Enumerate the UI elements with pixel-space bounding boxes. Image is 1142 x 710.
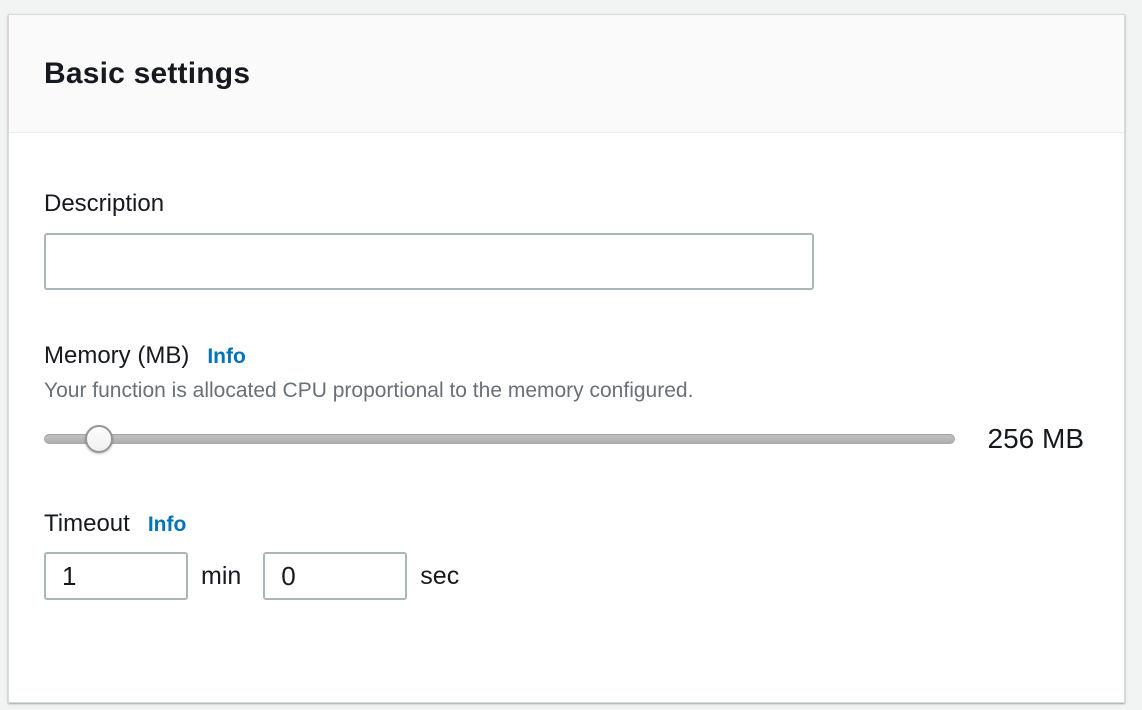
memory-field: Memory (MB) Info Your function is alloca… bbox=[44, 342, 1084, 455]
timeout-label-row: Timeout Info bbox=[44, 510, 1084, 538]
memory-label-row: Memory (MB) Info bbox=[44, 342, 1084, 370]
timeout-info-link[interactable]: Info bbox=[147, 513, 187, 536]
memory-help-text: Your function is allocated CPU proportio… bbox=[44, 379, 694, 402]
panel-body: Description Memory (MB) Info Your functi… bbox=[9, 190, 1124, 600]
description-field: Description bbox=[44, 190, 1084, 290]
memory-info-link[interactable]: Info bbox=[207, 345, 246, 368]
timeout-seconds-input[interactable] bbox=[263, 552, 408, 600]
memory-slider-thumb[interactable] bbox=[84, 425, 113, 453]
memory-label: Memory (MB) bbox=[44, 342, 190, 369]
description-label: Description bbox=[44, 190, 165, 217]
timeout-minutes-input[interactable] bbox=[44, 552, 188, 600]
panel-title: Basic settings bbox=[44, 56, 251, 90]
basic-settings-panel: Basic settings Description Memory (MB) I… bbox=[8, 14, 1125, 703]
memory-value: 256 MB bbox=[987, 423, 1085, 454]
memory-slider-row: 256 MB bbox=[44, 423, 1084, 455]
timeout-label: Timeout bbox=[44, 510, 130, 537]
memory-slider[interactable] bbox=[44, 425, 955, 453]
timeout-minutes-unit: min bbox=[201, 561, 242, 590]
panel-header: Basic settings bbox=[9, 15, 1124, 133]
timeout-inputs-row: min sec bbox=[44, 552, 1084, 600]
timeout-seconds-unit: sec bbox=[420, 561, 460, 590]
timeout-field: Timeout Info min sec bbox=[44, 510, 1084, 600]
description-input[interactable] bbox=[44, 233, 814, 290]
